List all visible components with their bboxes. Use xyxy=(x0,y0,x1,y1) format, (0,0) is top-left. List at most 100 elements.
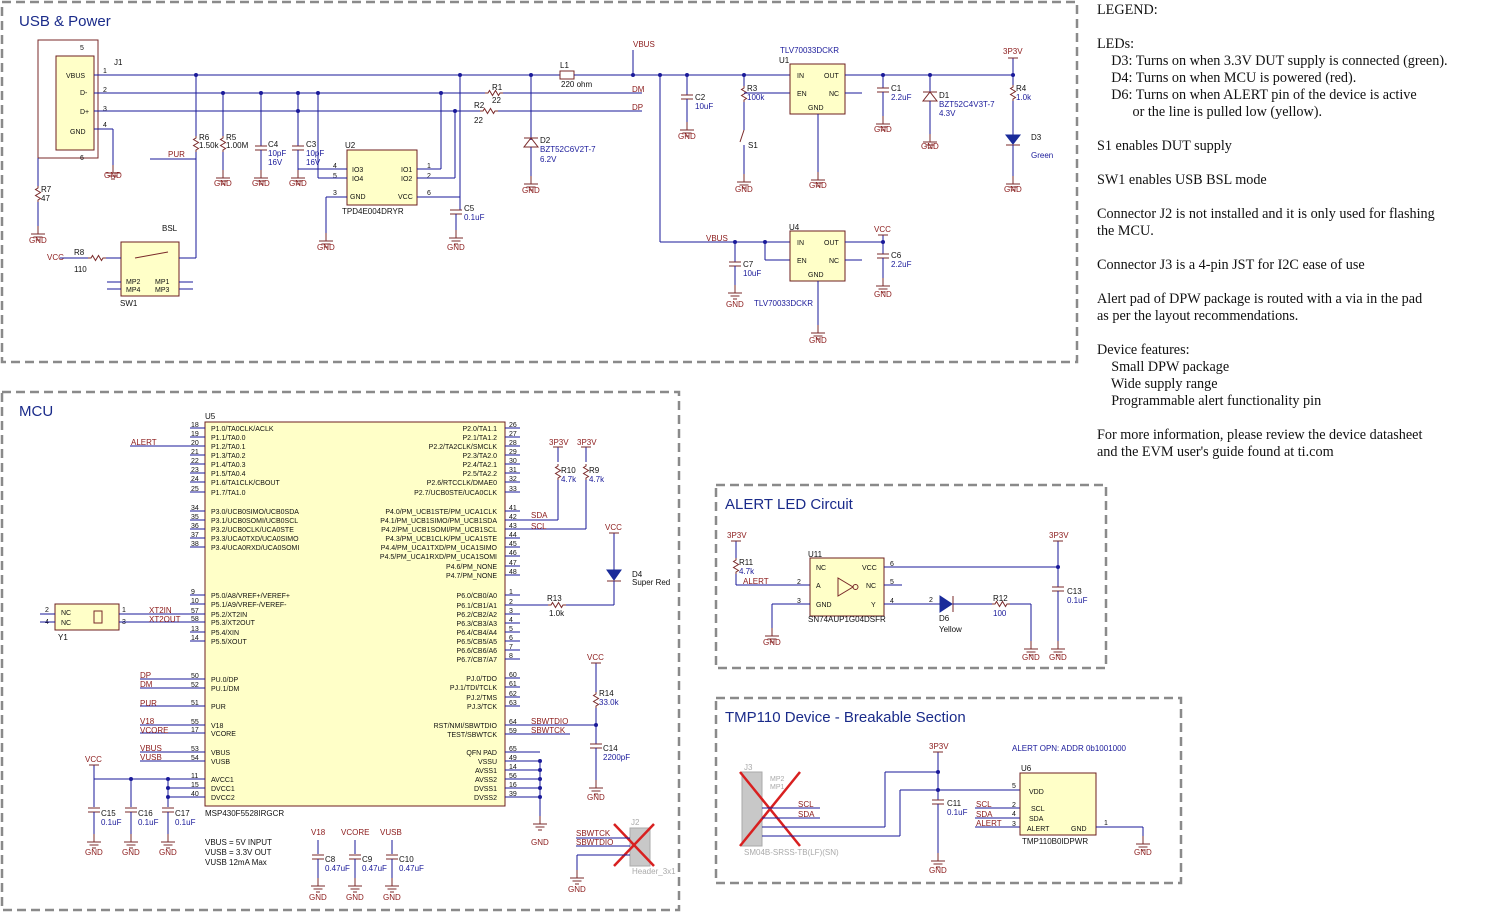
mcu-pin-name: PJ.2/TMS xyxy=(466,695,497,702)
mcu-pin-name: P6.5/CB5/A5 xyxy=(457,639,498,646)
svg-text:ALERT: ALERT xyxy=(743,577,769,586)
svg-text:SDA: SDA xyxy=(976,810,993,819)
svg-text:VUSB: VUSB xyxy=(380,828,402,837)
svg-text:GND: GND xyxy=(85,848,103,857)
svg-text:Y1: Y1 xyxy=(58,633,68,642)
connector-j3-not-installed: J3 MP2 MP1 SM04B-SRSS-TB(LF)(SN) xyxy=(739,763,839,857)
legend-line: D6: Turns on when ALERT pin of the devic… xyxy=(1097,87,1417,103)
svg-text:GND: GND xyxy=(309,893,327,902)
svg-text:TMP110B0IDPWR: TMP110B0IDPWR xyxy=(1022,837,1088,846)
mcu-pin-number: 20 xyxy=(191,440,199,447)
svg-text:VDD: VDD xyxy=(1029,789,1044,796)
svg-text:GND: GND xyxy=(726,300,744,309)
svg-text:GND: GND xyxy=(808,105,824,112)
svg-text:BZT52C6V2T-7: BZT52C6V2T-7 xyxy=(540,145,596,154)
svg-text:U6: U6 xyxy=(1021,764,1032,773)
svg-text:GND: GND xyxy=(921,142,939,151)
svg-text:4.7k: 4.7k xyxy=(739,567,755,576)
mcu-pin-name: P1.1/TA0.0 xyxy=(211,435,246,442)
mcu-pin-name: P2.1/TA1.2 xyxy=(462,435,497,442)
svg-text:C2: C2 xyxy=(695,93,706,102)
svg-text:EN: EN xyxy=(797,258,807,265)
svg-text:C8: C8 xyxy=(325,855,336,864)
mcu-pin-number: 3 xyxy=(509,608,513,615)
mcu-pin-name: V18 xyxy=(211,723,224,730)
svg-text:IO4: IO4 xyxy=(352,176,363,183)
svg-text:GND: GND xyxy=(70,129,86,136)
svg-text:GND: GND xyxy=(29,236,47,245)
svg-text:GND: GND xyxy=(350,194,366,201)
svg-text:1: 1 xyxy=(427,163,431,170)
svg-text:0.1uF: 0.1uF xyxy=(947,808,968,817)
ldo-regulator-u1: TLV70033DCKR U1 IN EN OUT NC GND xyxy=(779,46,846,115)
svg-text:6: 6 xyxy=(890,561,894,568)
svg-text:GND: GND xyxy=(763,638,781,647)
mcu-pin-number: 43 xyxy=(509,523,517,530)
mcu-pin-name: P2.6/RTCCLK/DMAE0 xyxy=(427,480,497,487)
legend-line: Alert pad of DPW package is routed with … xyxy=(1097,291,1423,307)
svg-text:0.1uF: 0.1uF xyxy=(101,818,122,827)
mcu-pin-number: 1 xyxy=(509,589,513,596)
svg-text:C1: C1 xyxy=(891,84,902,93)
legend-line xyxy=(1097,274,1485,291)
mcu-pin-name: P6.6/CB6/A6 xyxy=(457,648,498,655)
svg-text:GND: GND xyxy=(1022,653,1040,662)
svg-text:C10: C10 xyxy=(399,855,414,864)
svg-text:D+: D+ xyxy=(80,109,89,116)
svg-text:IO2: IO2 xyxy=(401,176,412,183)
svg-text:VCORE: VCORE xyxy=(341,828,369,837)
legend-line: D3: Turns on when 3.3V DUT supply is con… xyxy=(1097,53,1448,69)
svg-text:GND: GND xyxy=(735,185,753,194)
usb-power-frame xyxy=(0,0,1079,364)
legend-line: Device features: xyxy=(1097,342,1190,358)
svg-text:VBUS: VBUS xyxy=(706,234,728,243)
svg-text:ALERT: ALERT xyxy=(1027,826,1050,833)
mcu-pin-number: 59 xyxy=(509,728,517,735)
svg-text:SCL: SCL xyxy=(976,800,992,809)
svg-text:4: 4 xyxy=(333,163,337,170)
mcu-pin-number: 6 xyxy=(509,635,513,642)
svg-text:5: 5 xyxy=(890,579,894,586)
bsl-switch-sw1: BSL MP2 MP4 MP1 MP3 SW1 xyxy=(120,224,180,308)
svg-text:0.47uF: 0.47uF xyxy=(325,864,350,873)
svg-text:3: 3 xyxy=(1012,821,1016,828)
svg-text:PUR: PUR xyxy=(140,699,157,708)
svg-text:ALERT OPN: ADDR 0b1001000: ALERT OPN: ADDR 0b1001000 xyxy=(1012,744,1127,753)
svg-text:MP2: MP2 xyxy=(770,776,785,783)
mcu-pin-number: 14 xyxy=(191,635,199,642)
mcu-pin-name: P1.5/TA0.4 xyxy=(211,471,246,478)
mcu-pin-number: 53 xyxy=(191,746,199,753)
mcu-pin-number: 35 xyxy=(191,514,199,521)
svg-text:3: 3 xyxy=(333,190,337,197)
svg-text:R6: R6 xyxy=(199,133,210,142)
crystal-y1: NC NC Y1 2 4 1 3 xyxy=(45,603,126,642)
svg-text:2200pF: 2200pF xyxy=(603,753,630,762)
legend-line: D4: Turns on when MCU is powered (red). xyxy=(1097,70,1357,86)
mcu-pin-number: 44 xyxy=(509,532,517,539)
svg-text:GND: GND xyxy=(317,243,335,252)
esd-protection-u2: U2 IO3 IO4 IO1 IO2 GND VCC TPD4E004DRYR … xyxy=(333,141,431,216)
svg-text:R8: R8 xyxy=(74,248,85,257)
svg-text:GND: GND xyxy=(447,243,465,252)
mcu-pin-number: 34 xyxy=(191,505,199,512)
svg-text:GND: GND xyxy=(809,336,827,345)
svg-text:GND: GND xyxy=(522,186,540,195)
mcu-pin-name: P4.7/PM_NONE xyxy=(446,573,497,580)
svg-text:VCORE: VCORE xyxy=(140,726,168,735)
svg-text:U1: U1 xyxy=(779,56,790,65)
svg-text:16V: 16V xyxy=(268,158,283,167)
mcu-pin-name: P2.5/TA2.2 xyxy=(462,471,497,478)
svg-text:NC: NC xyxy=(61,620,71,627)
svg-text:IO3: IO3 xyxy=(352,167,363,174)
mcu-pin-number: 4 xyxy=(509,617,513,624)
mcu-pin-name: AVCC1 xyxy=(211,777,234,784)
svg-text:4.7k: 4.7k xyxy=(589,475,605,484)
net-dp: DP xyxy=(632,103,643,112)
svg-text:3P3V: 3P3V xyxy=(1049,531,1069,540)
svg-text:TLV70033DCKR: TLV70033DCKR xyxy=(754,299,813,308)
svg-text:SBWTCK: SBWTCK xyxy=(576,829,611,838)
svg-text:VCC: VCC xyxy=(605,523,622,532)
svg-text:XT2OUT: XT2OUT xyxy=(149,615,181,624)
svg-text:0.1uF: 0.1uF xyxy=(1067,596,1088,605)
mcu-pin-name: PJ.0/TDO xyxy=(466,676,497,683)
